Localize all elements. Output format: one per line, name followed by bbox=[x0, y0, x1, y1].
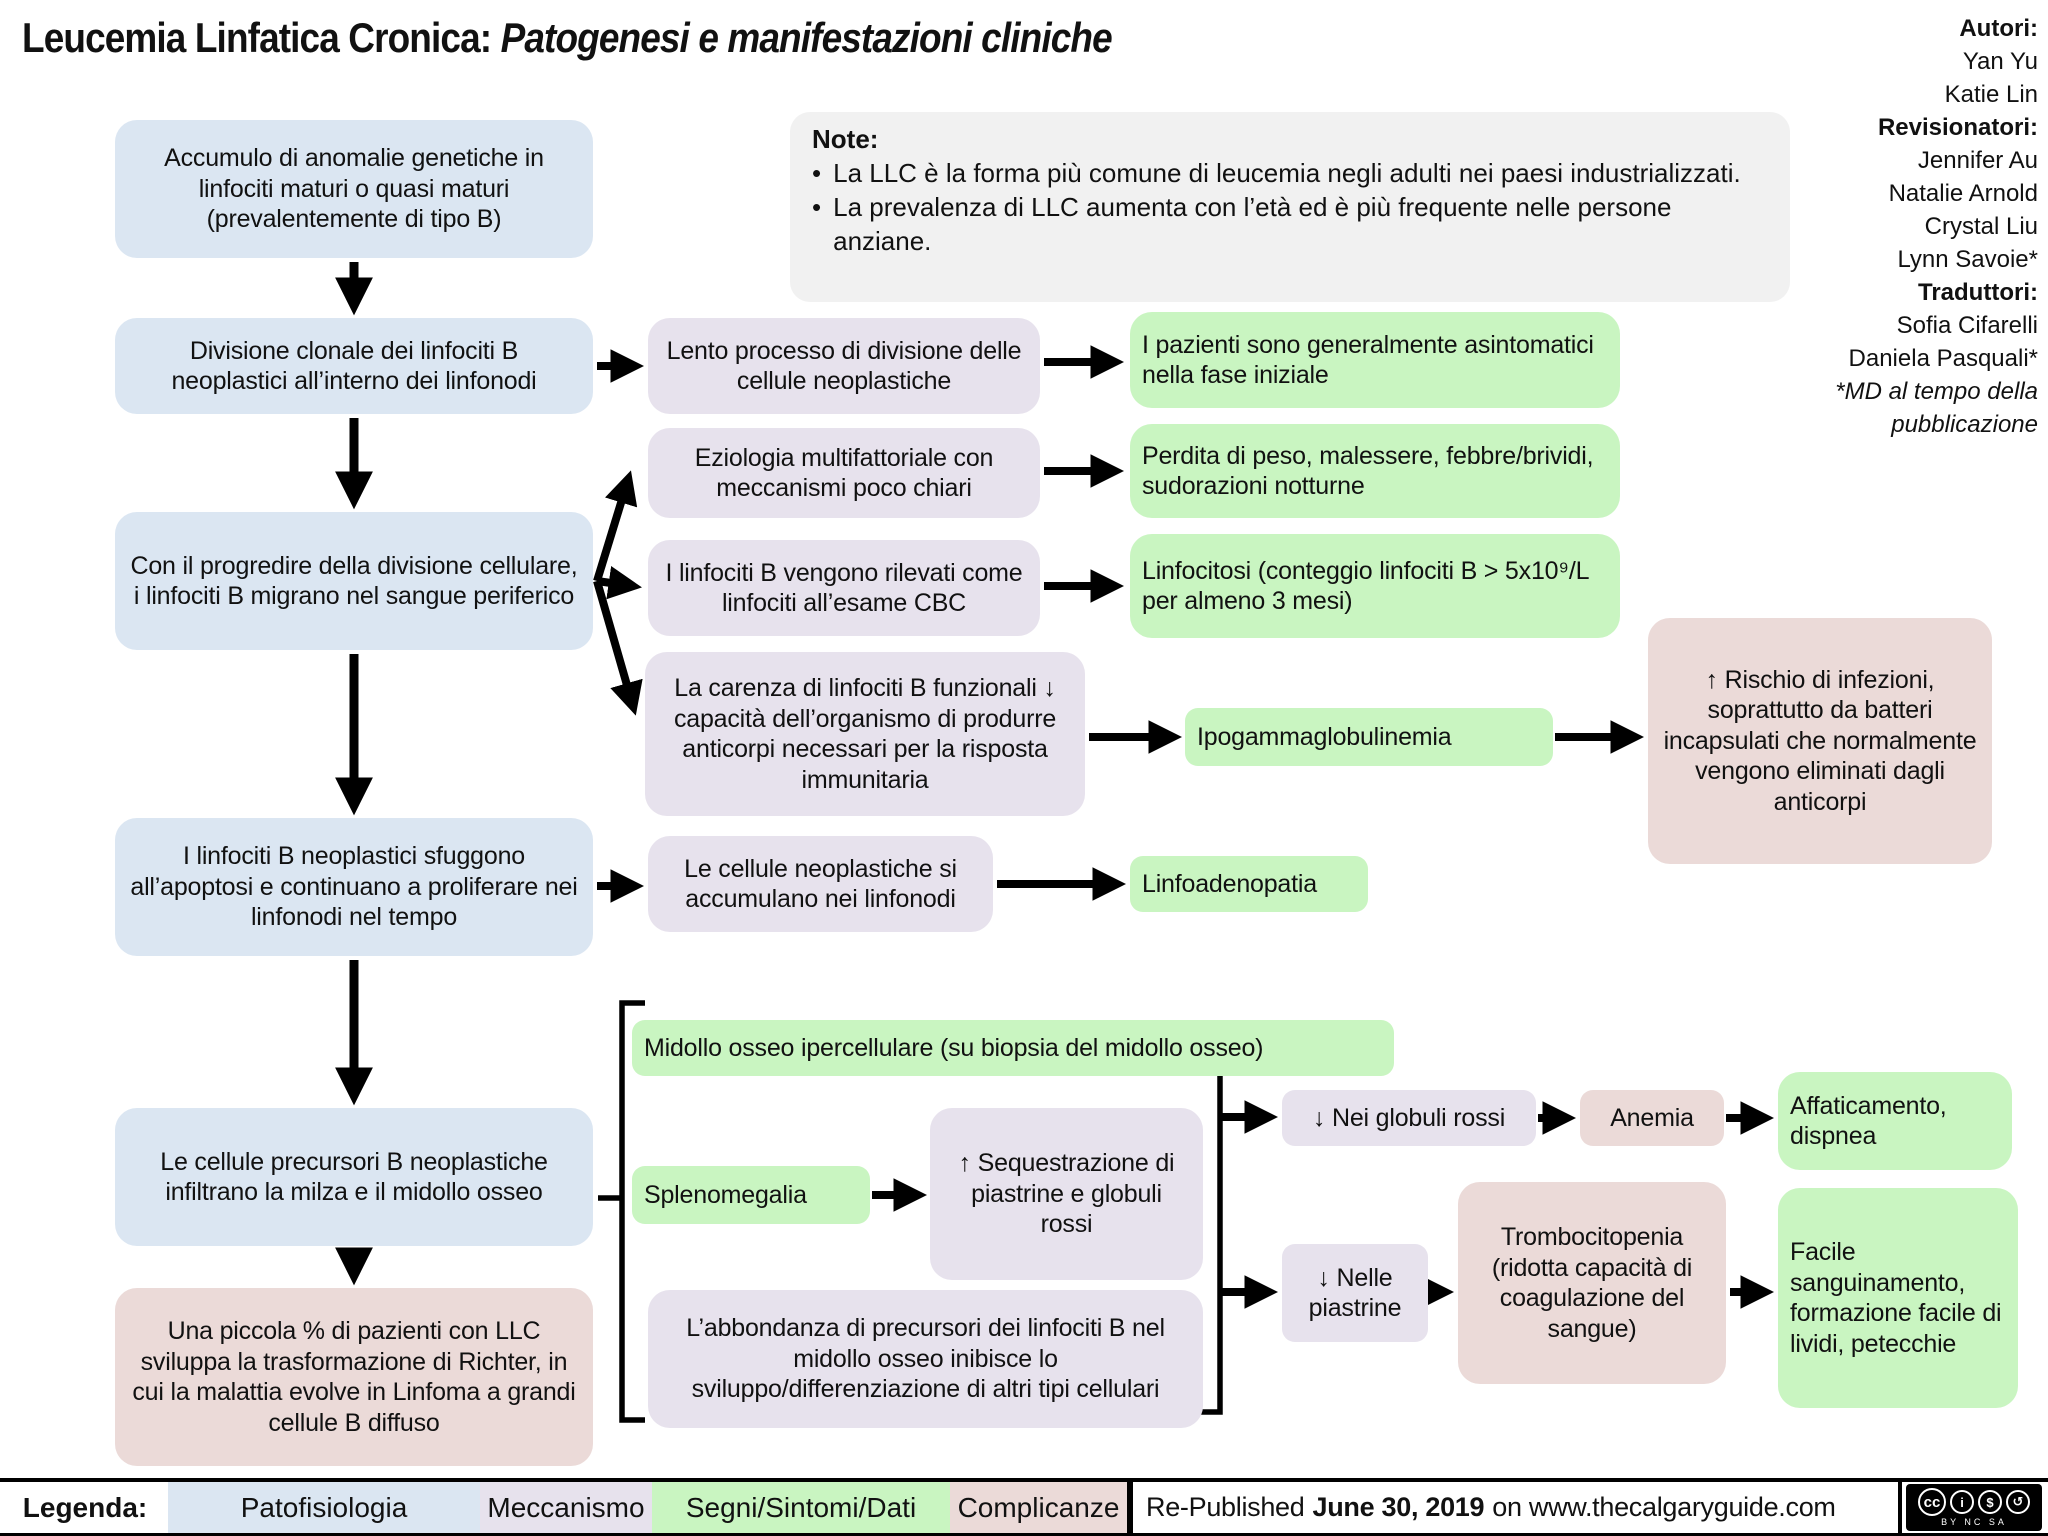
page-title-subtitle: Patogenesi e manifestazioni cliniche bbox=[500, 14, 1113, 61]
box-facile-sanguinamento: Facile sanguinamento, formazione facile … bbox=[1778, 1188, 2018, 1408]
box-migrazione-sangue: Con il progredire della divisione cellul… bbox=[115, 512, 593, 650]
credits-reviewers-heading: Revisionatori: bbox=[1877, 114, 2038, 141]
box-trasformazione-richter: Una piccola % di pazienti con LLC svilup… bbox=[115, 1288, 593, 1466]
credit-line: Yan Yu bbox=[1962, 48, 2038, 75]
credit-line: Daniela Pasquali* bbox=[1848, 345, 2038, 372]
cc-nc-icon: $ bbox=[1978, 1490, 2002, 1514]
legend-item-segni-sintomi-dati: Segni/Sintomi/Dati bbox=[652, 1482, 950, 1533]
note-bullet-1: • La LLC è la forma più comune di leucem… bbox=[812, 156, 1768, 190]
cc-license-badge: cc i $ ↺ BY NC SA bbox=[1906, 1484, 2042, 1531]
box-riduzione-piastrine: ↓ Nelle piastrine bbox=[1282, 1244, 1428, 1342]
footer-bar: Legenda: Patofisiologia Meccanismo Segni… bbox=[0, 1478, 2048, 1536]
cc-by-nc-sa-label: BY NC SA bbox=[1941, 1517, 2007, 1527]
box-rischio-infezioni: ↑ Rischio di infezioni, soprattutto da b… bbox=[1648, 618, 1992, 864]
note-bullet-2: • La prevalenza di LLC aumenta con l’età… bbox=[812, 190, 1768, 258]
box-splenomegalia: Splenomegalia bbox=[632, 1166, 870, 1224]
box-accumulo-anomalie: Accumulo di anomalie genetiche in linfoc… bbox=[115, 120, 593, 258]
note-bullet-1-text: La LLC è la forma più comune di leucemia… bbox=[833, 158, 1741, 188]
republished-note: Re-Published June 30, 2019 on www.thecal… bbox=[1146, 1482, 1836, 1533]
credits-authors-heading: Autori: bbox=[1959, 15, 2038, 42]
credits-translators-heading: Traduttori: bbox=[1918, 279, 2038, 306]
box-infiltrano-milza: Le cellule precursori B neoplastiche inf… bbox=[115, 1108, 593, 1246]
page-title: Leucemia Linfatica Cronica: Patogenesi e… bbox=[22, 14, 1113, 62]
bullet-icon: • bbox=[812, 158, 822, 188]
box-linfoadenopatia: Linfoadenopatia bbox=[1130, 856, 1368, 912]
box-anemia: Anemia bbox=[1580, 1090, 1724, 1146]
cc-icons-row: cc i $ ↺ bbox=[1918, 1488, 2030, 1516]
credit-line: Natalie Arnold bbox=[1888, 180, 2038, 207]
box-lento-processo: Lento processo di divisione delle cellul… bbox=[648, 318, 1040, 414]
cc-by-icon: i bbox=[1950, 1490, 1974, 1514]
legend-item-patofisiologia: Patofisiologia bbox=[168, 1482, 480, 1533]
credits-block: Autori: Yan Yu Katie Lin Revisionatori: … bbox=[1738, 12, 2038, 441]
box-linfocitosi: Linfocitosi (conteggio linfociti B > 5x1… bbox=[1130, 534, 1620, 638]
legend-label: Legenda: bbox=[22, 1491, 148, 1523]
box-midollo-ipercellulare: Midollo osseo ipercellulare (su biopsia … bbox=[632, 1020, 1394, 1076]
box-sfuggono-apoptosi: I linfociti B neoplastici sfuggono all’a… bbox=[115, 818, 593, 956]
cc-logo-icon: cc bbox=[1918, 1488, 1946, 1516]
box-divisione-clonale: Divisione clonale dei linfociti B neopla… bbox=[115, 318, 593, 414]
legend-item-complicanze: Complicanze bbox=[950, 1482, 1127, 1533]
box-abbondanza-precursori: L’abbondanza di precursori dei linfociti… bbox=[648, 1290, 1203, 1428]
box-ipogammaglobulinemia: Ipogammaglobulinemia bbox=[1185, 708, 1553, 766]
republished-date: June 30, 2019 bbox=[1312, 1492, 1485, 1522]
note-heading: Note: bbox=[812, 124, 879, 154]
credit-line: Crystal Liu bbox=[1924, 213, 2038, 240]
credit-line: Lynn Savoie* bbox=[1897, 246, 2038, 273]
box-asintomatici: I pazienti sono generalmente asintomatic… bbox=[1130, 312, 1620, 408]
legend-item-meccanismo: Meccanismo bbox=[480, 1482, 652, 1533]
bullet-icon: • bbox=[812, 192, 822, 222]
box-affaticamento: Affaticamento, dispnea bbox=[1778, 1072, 2012, 1170]
box-carenza-funzionali: La carenza di linfociti B funzionali ↓ c… bbox=[645, 652, 1085, 816]
footer-divider bbox=[1898, 1482, 1902, 1533]
credits-footnote: *MD al tempo della pubblicazione bbox=[1835, 378, 2038, 438]
box-riduzione-globuli-rossi: ↓ Nei globuli rossi bbox=[1282, 1090, 1536, 1146]
credit-line: Jennifer Au bbox=[1917, 147, 2038, 174]
box-eziologia: Eziologia multifattoriale con meccanismi… bbox=[648, 428, 1040, 518]
republished-prefix: Re-Published bbox=[1146, 1492, 1305, 1522]
box-perdita-peso: Perdita di peso, malessere, febbre/brivi… bbox=[1130, 424, 1620, 518]
box-rilevati-cbc: I linfociti B vengono rilevati come linf… bbox=[648, 540, 1040, 636]
page-title-main: Leucemia Linfatica Cronica: bbox=[22, 14, 501, 61]
republished-url-text: on www.thecalgaryguide.com bbox=[1492, 1492, 1836, 1522]
footer-divider bbox=[1127, 1482, 1133, 1533]
box-trombocitopenia: Trombocitopenia (ridotta capacità di coa… bbox=[1458, 1182, 1726, 1384]
note-bullet-2-text: La prevalenza di LLC aumenta con l’età e… bbox=[833, 192, 1672, 256]
credit-line: Katie Lin bbox=[1944, 81, 2038, 108]
credit-line: Sofia Cifarelli bbox=[1896, 312, 2038, 339]
cc-sa-icon: ↺ bbox=[2006, 1490, 2030, 1514]
box-accumulo-linfonodi: Le cellule neoplastiche si accumulano ne… bbox=[648, 836, 993, 932]
box-sequestrazione: ↑ Sequestrazione di piastrine e globuli … bbox=[930, 1108, 1203, 1280]
note-box: Note: • La LLC è la forma più comune di … bbox=[790, 112, 1790, 302]
